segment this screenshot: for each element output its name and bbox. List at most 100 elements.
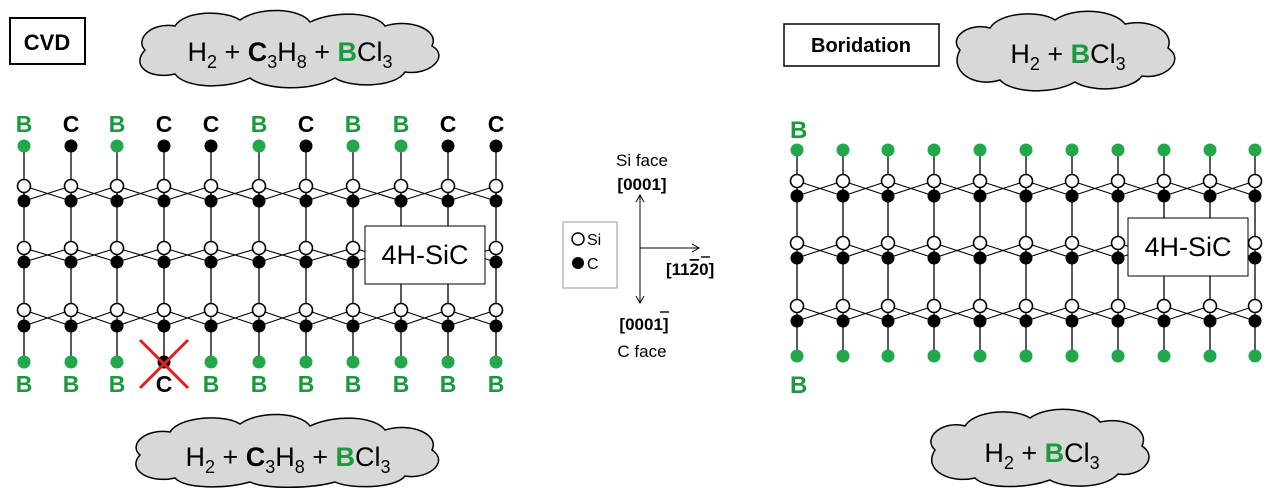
- c-atom: [157, 194, 171, 208]
- c-atom: [110, 319, 124, 333]
- c-surface-atom: [489, 139, 503, 153]
- bottom-surface-label: B: [63, 371, 80, 397]
- c-atom: [17, 194, 31, 208]
- c-surface-atom: [64, 139, 78, 153]
- b-surface-atom: [973, 143, 987, 157]
- si-atom: [880, 173, 896, 189]
- c-surface-atom: [157, 139, 171, 153]
- b-surface-atom: [927, 143, 941, 157]
- c-atom: [790, 314, 804, 328]
- c-atom: [973, 251, 987, 265]
- boridation-bottom-gas-cloud: H2 + BCl3: [930, 408, 1150, 488]
- cvd-bottom-gas-formula: H2 + C3H8 + BCl3: [185, 442, 390, 477]
- si-atom: [393, 178, 409, 194]
- si-atom: [203, 302, 219, 318]
- c-atom: [1248, 189, 1262, 203]
- c-atom: [299, 319, 313, 333]
- c-atom: [790, 189, 804, 203]
- top-surface-label: C: [298, 111, 315, 137]
- c-atom: [881, 189, 895, 203]
- si-atom: [926, 173, 942, 189]
- b-surface-atom: [881, 349, 895, 363]
- c-atom: [927, 251, 941, 265]
- bottom-surface-label: B: [440, 371, 457, 397]
- c-atom: [204, 319, 218, 333]
- c-surface-atom: [299, 139, 313, 153]
- c-atom: [881, 251, 895, 265]
- b-surface-atom: [1019, 143, 1033, 157]
- c-atom: [1157, 314, 1171, 328]
- si-atom: [789, 173, 805, 189]
- legend-c-label: C: [587, 256, 599, 273]
- boridation-bottom-b-label: B: [790, 372, 807, 399]
- c-atom: [1111, 314, 1125, 328]
- c-atom: [489, 319, 503, 333]
- b-surface-atom: [394, 139, 408, 153]
- top-surface-label: C: [203, 111, 220, 137]
- si-atom: [440, 178, 456, 194]
- si-atom: [109, 302, 125, 318]
- si-atom: [16, 240, 32, 256]
- cvd-crystal-label-box: [364, 225, 486, 285]
- c-atom: [1065, 189, 1079, 203]
- c-atom: [1248, 314, 1262, 328]
- c-atom: [110, 194, 124, 208]
- c-atom: [973, 189, 987, 203]
- b-surface-atom: [64, 355, 78, 369]
- si-atom: [972, 173, 988, 189]
- c-atom: [441, 194, 455, 208]
- si-atom: [298, 302, 314, 318]
- si-atom: [926, 298, 942, 314]
- c-atom: [1019, 314, 1033, 328]
- c-atom: [927, 189, 941, 203]
- b-surface-atom: [973, 349, 987, 363]
- si-atom: [298, 240, 314, 256]
- si-atom: [393, 302, 409, 318]
- bottom-surface-label: B: [488, 371, 505, 397]
- bottom-surface-label: B: [345, 371, 362, 397]
- si-atom: [63, 240, 79, 256]
- si-atom: [298, 178, 314, 194]
- c-surface-atom: [204, 139, 218, 153]
- si-atom: [789, 235, 805, 251]
- c-atom: [489, 255, 503, 269]
- bottom-surface-label: B: [109, 371, 126, 397]
- si-atom: [926, 235, 942, 251]
- b-surface-atom: [1248, 349, 1262, 363]
- si-atom: [109, 240, 125, 256]
- cvd-bottom-gas-cloud: H2 + C3H8 + BCl3: [135, 413, 440, 488]
- c-atom-icon: [572, 257, 584, 269]
- boridation-panel: Boridation H2 + BCl3 H2 + BCl3 B B 4H-Si…: [783, 10, 1263, 488]
- si-atom: [156, 240, 172, 256]
- c-atom: [1019, 189, 1033, 203]
- si-atom: [1156, 298, 1172, 314]
- si-atom: [1064, 173, 1080, 189]
- si-atom: [345, 178, 361, 194]
- b-surface-atom: [836, 143, 850, 157]
- c-atom: [836, 189, 850, 203]
- si-atom: [345, 302, 361, 318]
- si-atom: [156, 178, 172, 194]
- si-atom: [345, 240, 361, 256]
- si-atom: [1110, 173, 1126, 189]
- si-atom: [251, 178, 267, 194]
- c-atom: [1111, 251, 1125, 265]
- boridation-lattice: [789, 143, 1263, 363]
- b-surface-atom: [252, 139, 266, 153]
- si-atom: [972, 298, 988, 314]
- si-atom: [1247, 298, 1263, 314]
- bottom-surface-label: B: [16, 371, 33, 397]
- c-atom: [973, 314, 987, 328]
- b-surface-atom: [1065, 349, 1079, 363]
- boridation-crystal-label: 4H-SiC: [1144, 232, 1231, 262]
- c-atom: [252, 255, 266, 269]
- b-surface-atom: [441, 355, 455, 369]
- b-surface-atom: [110, 139, 124, 153]
- c-surface-atom: [441, 139, 455, 153]
- cvd-label-box: [9, 17, 86, 65]
- si-atom: [1247, 173, 1263, 189]
- si-atom: [789, 298, 805, 314]
